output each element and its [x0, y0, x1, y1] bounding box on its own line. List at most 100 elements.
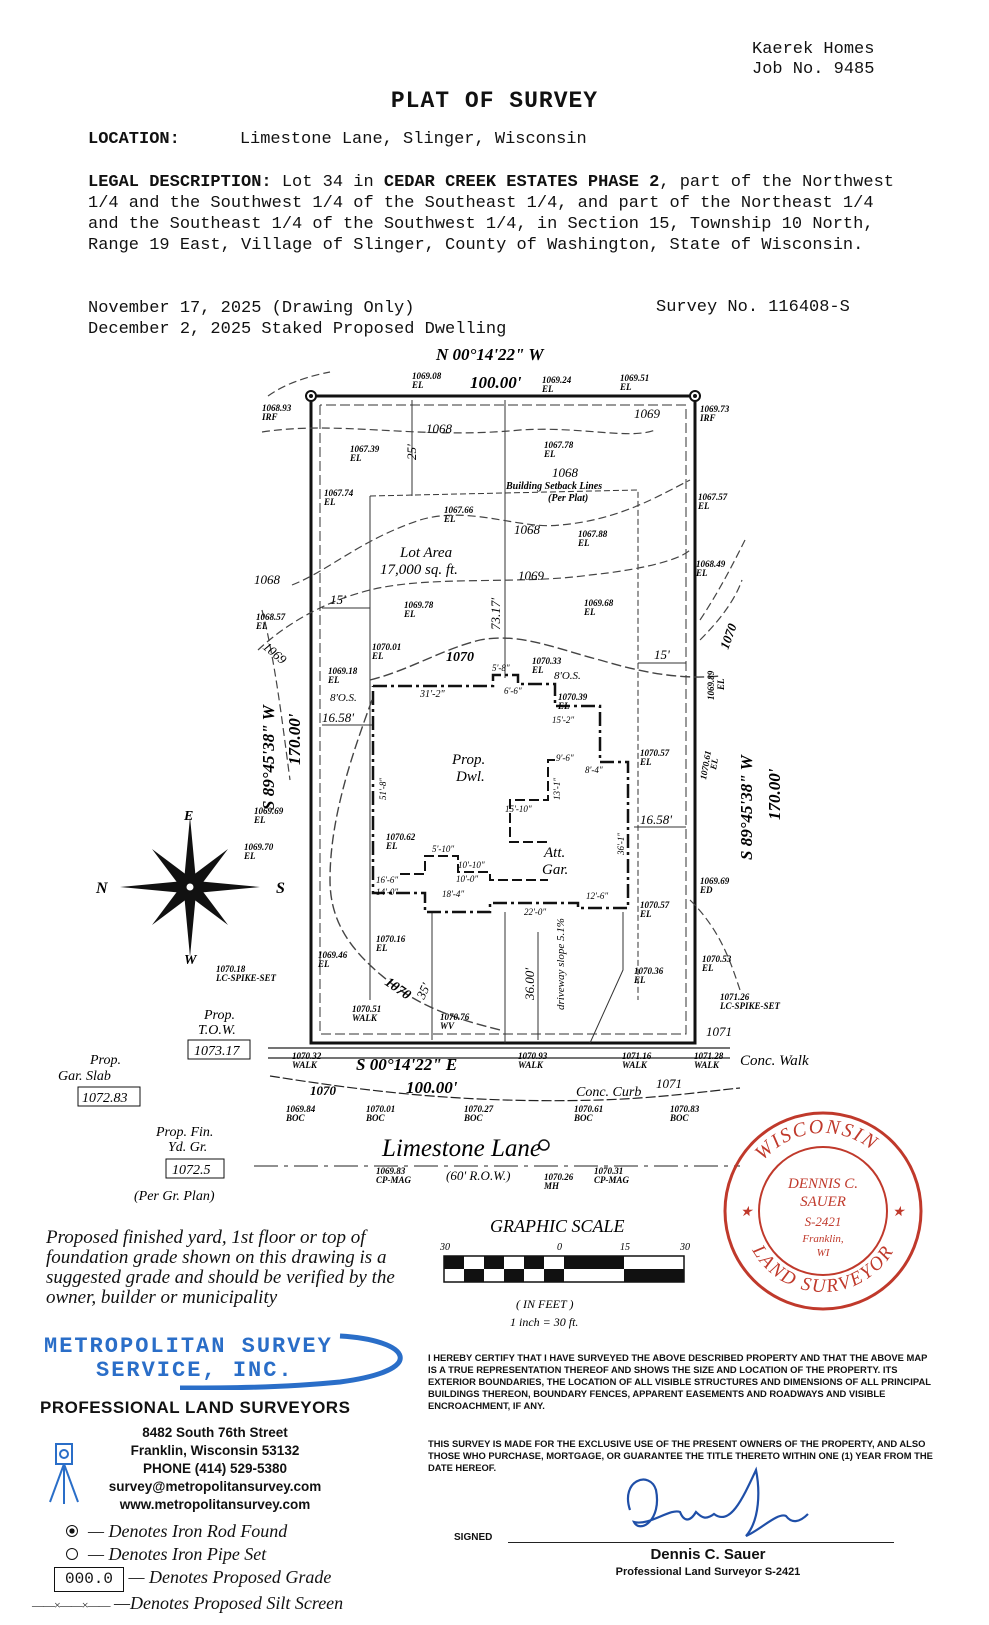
svg-text:EL: EL — [697, 501, 710, 511]
svg-text:EL: EL — [633, 975, 646, 985]
contour-label: 1070 — [382, 975, 414, 1003]
offset-east: 8'O.S. — [554, 670, 581, 682]
contour-label: 1070 — [446, 650, 474, 665]
svg-text:EL: EL — [317, 959, 330, 969]
contour-line — [261, 427, 656, 435]
company-address: 8482 South 76th Street Franklin, Wiscons… — [40, 1424, 390, 1514]
compass-e: E — [183, 809, 193, 824]
svg-text:EL: EL — [349, 453, 362, 463]
garage-label-2: Gar. — [542, 862, 568, 878]
svg-text:1067.78: 1067.78 — [544, 440, 574, 450]
manhole-icon — [538, 1139, 550, 1151]
conc-curb-label: Conc. Curb — [576, 1085, 641, 1100]
svg-text:EL: EL — [371, 651, 384, 661]
svg-text:1070.33: 1070.33 — [532, 656, 562, 666]
address-line-2: Franklin, Wisconsin 53132 — [130, 1443, 300, 1458]
contour-label: 1068 — [552, 465, 579, 480]
contour-label: 1070 — [310, 1083, 337, 1098]
signature-line — [508, 1542, 894, 1543]
garage-label: Att. — [543, 845, 565, 861]
dim-31-2: 31'-2" — [419, 689, 445, 700]
legend-iron-pipe: — Denotes Iron Pipe Set — [60, 1543, 343, 1566]
dim-8-4: 8'-4" — [585, 765, 603, 775]
dim-1658e: 16.58' — [640, 812, 672, 827]
svg-text:EL: EL — [557, 701, 570, 711]
dim-14-0: 14'-0" — [376, 887, 398, 897]
svg-text:WV: WV — [440, 1021, 455, 1031]
svg-text:EL: EL — [253, 815, 266, 825]
location-value: Limestone Lane, Slinger, Wisconsin — [239, 130, 587, 149]
svg-text:1070.93: 1070.93 — [518, 1051, 548, 1061]
driveway-east — [589, 912, 624, 1044]
grade-note: Proposed finished yard, 1st floor or top… — [46, 1227, 395, 1308]
svg-text:1070.83: 1070.83 — [670, 1104, 700, 1114]
dim-12-6: 12'-6" — [586, 891, 608, 901]
svg-text:1067.74: 1067.74 — [324, 488, 354, 498]
svg-text:EL: EL — [701, 963, 714, 973]
client-name: Kaerek Homes — [752, 40, 875, 59]
street-name: Limestone Lane — [381, 1135, 541, 1162]
svg-text:EL: EL — [327, 675, 340, 685]
plat-drawing: N S E W N 00°14'22" W 100.00' S 00°14'22… — [58, 345, 809, 1204]
svg-text:EL: EL — [639, 909, 652, 919]
company-email: survey@metropolitansurvey.com — [108, 1479, 322, 1494]
scale-ratio: 1 inch = 30 ft. — [510, 1315, 578, 1329]
slab-label-2: Gar. Slab — [58, 1069, 111, 1084]
svg-text:1069.84: 1069.84 — [286, 1104, 316, 1114]
contour-label: 1069 — [260, 639, 290, 668]
south-distance: 100.00' — [406, 1078, 458, 1097]
dim-10-10: 10'-10" — [458, 860, 485, 870]
fin-grade-value: 1072.5 — [172, 1163, 211, 1178]
job-number: Job No. 9485 — [752, 60, 875, 79]
svg-text:1070.61: 1070.61 — [574, 1104, 603, 1114]
svg-text:1067.66: 1067.66 — [444, 505, 474, 515]
svg-text:1070.36: 1070.36 — [634, 966, 664, 976]
svg-text:EL: EL — [716, 678, 726, 691]
lot-boundary — [309, 394, 697, 1045]
compass-n: N — [95, 880, 109, 897]
fin-grade-box — [165, 1158, 225, 1179]
contour-line — [291, 479, 691, 586]
compass-rose-icon — [120, 817, 260, 957]
garage-interior — [509, 759, 555, 843]
legal-label: LEGAL DESCRIPTION: — [88, 173, 272, 192]
dim-5-10: 5'-10" — [432, 844, 454, 854]
svg-text:1071.28: 1071.28 — [694, 1051, 724, 1061]
address-line-1: 8482 South 76th Street — [142, 1425, 288, 1440]
svg-text:1069.69: 1069.69 — [254, 806, 284, 816]
svg-text:1070.53: 1070.53 — [702, 954, 732, 964]
dim-5-8: 5'-8" — [492, 663, 510, 673]
svg-text:EL: EL — [403, 609, 416, 619]
seal-city-2: WI — [817, 1247, 831, 1259]
seal-star-icon: ★ — [740, 1205, 754, 1220]
legal-subdivision: CEDAR CREEK ESTATES PHASE 2 — [383, 173, 660, 192]
exclusive-use-text: This survey is made for the exclusive us… — [428, 1438, 933, 1473]
svg-text:EL: EL — [577, 538, 590, 548]
legend-silt: ——×——×—— —Denotes Proposed Silt Screen — [32, 1593, 344, 1613]
scale-bar — [443, 1255, 685, 1283]
tow-value: 1073.17 — [194, 1044, 241, 1059]
contour-line — [369, 637, 721, 681]
lot-area-label: Lot Area — [399, 545, 452, 561]
svg-text:WALK: WALK — [292, 1060, 318, 1070]
curb-line — [269, 1075, 741, 1102]
contour-line — [329, 699, 501, 1031]
dim-36-1: 36'-1" — [616, 833, 626, 856]
elevation-labels: 1069.08 EL 1069.24 EL 1069.51 EL 1068.93… — [215, 371, 781, 1191]
company-web: www.metropolitansurvey.com — [119, 1497, 311, 1512]
svg-text:CP-MAG: CP-MAG — [376, 1175, 412, 1185]
svg-text:1070.62: 1070.62 — [386, 832, 416, 842]
proposed-dwelling — [371, 673, 630, 914]
svg-text:1070.27: 1070.27 — [464, 1104, 494, 1114]
surveyor-title: Professional Land Surveyor S-2421 — [615, 1566, 801, 1578]
svg-text:EL: EL — [543, 449, 556, 459]
document-title: PLAT OF SURVEY — [390, 88, 599, 114]
dim-1658w: 16.58' — [322, 710, 354, 725]
svg-text:1067.39: 1067.39 — [350, 444, 380, 454]
date-staked: December 2, 2025 Staked Proposed Dwellin… — [88, 320, 507, 339]
svg-text:1070.76: 1070.76 — [440, 1012, 470, 1022]
svg-text:1070.01: 1070.01 — [366, 1104, 395, 1114]
scale-title: GRAPHIC SCALE — [490, 1216, 625, 1236]
contour-label: 1070 — [717, 621, 740, 651]
svg-text:EL: EL — [385, 841, 398, 851]
